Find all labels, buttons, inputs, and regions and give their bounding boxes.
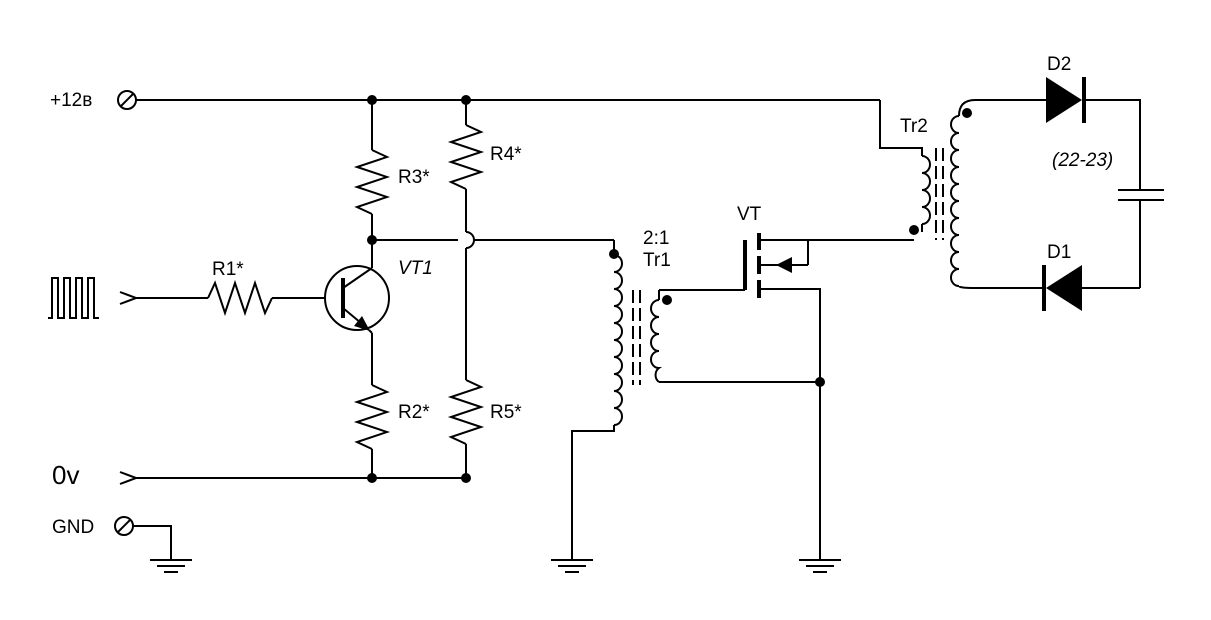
input-arrow (119, 291, 208, 305)
resistor-r5 (447, 379, 485, 478)
junction-dot (367, 235, 377, 245)
r3-label: R3* (398, 167, 430, 188)
resistor-r2 (353, 384, 391, 478)
ground-symbol-vt (799, 559, 841, 573)
zero-arrow (119, 471, 139, 485)
capacitor-value-label: (22-23) (1052, 150, 1113, 171)
resistor-r3 (353, 100, 391, 240)
d1-label: D1 (1047, 242, 1071, 263)
r4-label: R4* (490, 144, 522, 165)
supply-terminal (117, 90, 137, 110)
resistor-r1 (207, 279, 273, 317)
diode-d1 (975, 265, 1140, 311)
transistor-vt1 (272, 240, 390, 385)
diode-d2 (975, 77, 1141, 190)
ground-label: GND (52, 517, 94, 538)
r2-label: R2* (398, 402, 430, 423)
r5-label: R5* (490, 402, 522, 423)
ground-terminal (114, 516, 192, 573)
tr2-label: Tr2 (900, 116, 928, 137)
ratio-label: 2:1 (643, 228, 669, 249)
pulse-input-icon (48, 277, 99, 319)
transformer-tr1 (571, 249, 820, 560)
mosfet-vt (743, 233, 914, 560)
ground-symbol-tr1 (551, 559, 593, 573)
junction-dot (367, 473, 377, 483)
junction-dot (367, 95, 377, 105)
vt-label: VT (737, 204, 762, 225)
supply-label: +12в (50, 90, 92, 111)
d2-label: D2 (1047, 54, 1071, 75)
r1-label: R1* (212, 259, 244, 280)
zero-label: 0v (52, 460, 79, 490)
capacitor (1118, 189, 1164, 288)
junction-dot (461, 473, 471, 483)
junction-dot (461, 95, 471, 105)
vt1-label: VT1 (398, 258, 433, 279)
junction-dot (815, 377, 825, 387)
transformer-tr2 (879, 99, 976, 289)
tr1-label: Tr1 (643, 250, 671, 271)
